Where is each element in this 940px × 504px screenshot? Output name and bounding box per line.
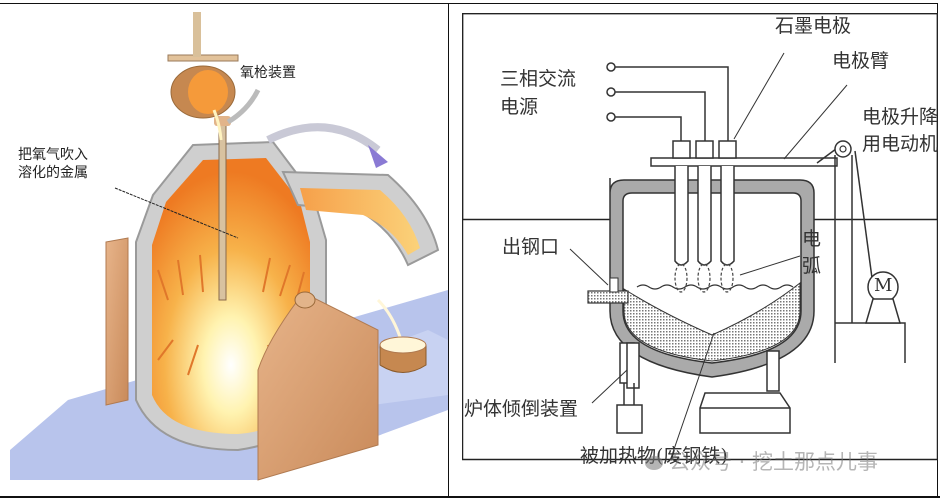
ladle-metal: [188, 70, 228, 114]
motor-mount: [865, 298, 901, 324]
oxygen-lance: [218, 119, 227, 301]
tapping-stream: [376, 298, 403, 341]
label-oxygen-lance: 氧枪装置: [240, 65, 296, 81]
frame-bottom-border: [0, 496, 940, 498]
bath-surface-wave: [636, 284, 794, 290]
tap-spout: [587, 290, 629, 304]
label-lift-motor-line1: 电极升降: [862, 106, 939, 128]
crane-hook: [193, 12, 201, 57]
front-support: [257, 294, 379, 481]
bof-illustration: [10, 12, 448, 481]
rotation-arrow-head: [368, 145, 388, 168]
leader-blow-oxygen: [114, 187, 239, 239]
label-arc-line1: 电: [802, 228, 822, 250]
panel-divider: [448, 3, 449, 497]
label-three-phase-line1: 三相交流: [500, 68, 577, 90]
electric-arcs: [674, 263, 734, 293]
cone-interior: [300, 188, 420, 255]
left-diagram-basic-oxygen-furnace: 氧枪装置 把氧气吹入 溶化的金属: [8, 10, 448, 481]
label-tilting-device: 炉体倾倒装置: [464, 398, 579, 420]
leader-arrows: [569, 52, 848, 459]
oxygen-feed-pipe: [226, 88, 261, 125]
label-blow-oxygen-line2: 溶化的金属: [18, 165, 88, 181]
graphite-electrodes: [672, 140, 737, 266]
label-blow-oxygen-line1: 把氧气吹入: [18, 147, 88, 163]
pouring-stream: [212, 109, 223, 141]
back-support: [105, 237, 129, 406]
watermark: 公众号 · 挖土那点儿事: [645, 446, 878, 476]
furnace-base: [699, 392, 791, 434]
wechat-icon: [645, 456, 663, 470]
power-terminals: [606, 62, 616, 122]
label-arc-line2: 弧: [802, 255, 822, 277]
tap-hole: [609, 277, 619, 293]
crane-bar: [167, 54, 239, 62]
watermark-text: 公众号 · 挖土那点儿事: [669, 450, 879, 474]
label-three-phase-line2: 电源: [500, 96, 539, 118]
schematic-border: [462, 13, 938, 461]
eaf-schematic: [462, 13, 938, 461]
rotation-arrow: [266, 123, 381, 154]
molten-bath: [623, 281, 801, 362]
label-electrode-arm: 电极臂: [832, 50, 890, 72]
label-lift-motor-line2: 用电动机: [862, 133, 939, 155]
pulley-axle: [839, 145, 847, 153]
trunnion-pin: [294, 291, 316, 309]
electrode-arm: [650, 157, 838, 167]
tilting-mechanism: [616, 342, 780, 434]
right-diagram-electric-arc-furnace: 石墨电极 三相交流 电源 电极臂 电极升降 用电动机 出钢口 电 弧 炉体倾倒装…: [462, 13, 938, 483]
receiving-ladle-metal: [379, 336, 427, 354]
label-motor-symbol: M: [874, 275, 893, 296]
label-graphite-electrode: 石墨电极: [775, 15, 852, 37]
electrode-lift-mast: [816, 145, 906, 363]
power-wires: [615, 66, 729, 141]
label-tap-hole: 出钢口: [502, 236, 560, 258]
